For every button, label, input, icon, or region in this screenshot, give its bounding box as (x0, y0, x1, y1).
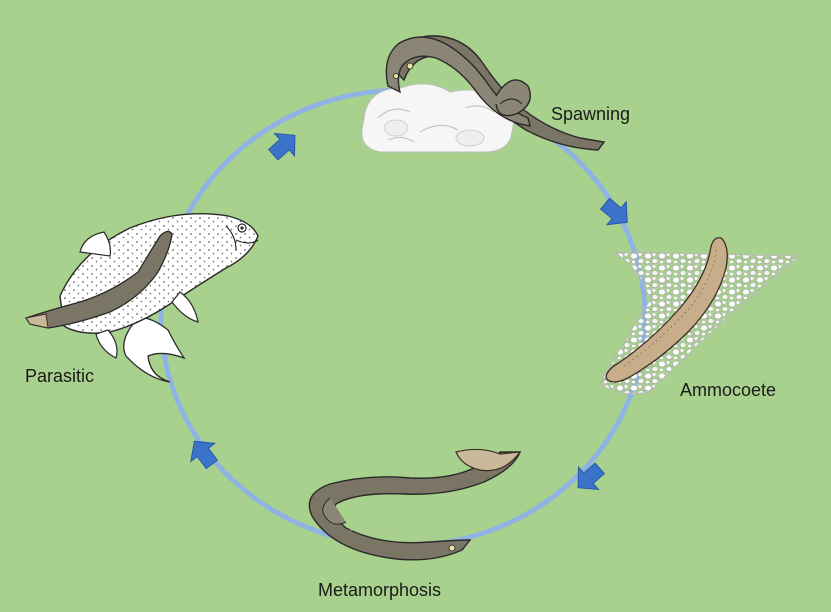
parasitic-lamprey-on-trout-icon (24, 213, 259, 383)
cycle-arrow-icon (267, 132, 296, 161)
stage-label-ammocoete: Ammocoete (680, 380, 777, 400)
stage-label-parasitic: Parasitic (25, 366, 95, 386)
cycle-arrow-icon (190, 440, 219, 470)
cycle-arrow-icon (599, 197, 628, 226)
spawning-lamprey-pair-icon (361, 35, 606, 153)
metamorphosing-lamprey-icon (308, 448, 522, 561)
stage-label-metamorphosis: Metamorphosis (318, 580, 442, 600)
stage-label-spawning: Spawning (551, 104, 631, 124)
ammocoete-larva-icon (599, 237, 802, 395)
cycle-arrow-icon (577, 462, 606, 491)
